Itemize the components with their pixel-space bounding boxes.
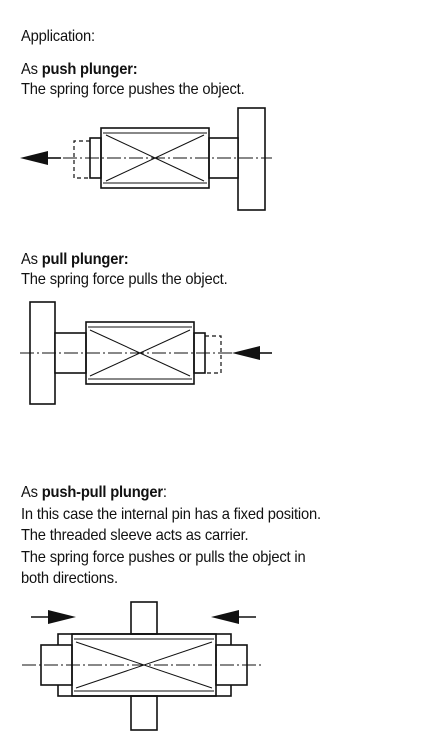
pull-direction-arrow-icon	[232, 346, 272, 360]
object-top	[130, 601, 158, 635]
push-plunger-title: As push plunger:	[21, 61, 138, 78]
push-pull-description-line-2: The threaded sleeve acts as carrier.	[21, 527, 249, 544]
application-heading: Application:	[21, 28, 95, 45]
pull-plunger-description: The spring force pulls the object.	[21, 271, 228, 288]
pull-plunger-title: As pull plunger:	[21, 251, 129, 268]
pull-plunger-diagram	[20, 301, 272, 405]
push-pull-description-line-1: In this case the internal pin has a fixe…	[21, 506, 321, 523]
push-direction-arrow-icon	[20, 151, 61, 165]
push-pull-description-line-3: The spring force pushes or pulls the obj…	[21, 549, 306, 566]
push-pull-description-line-4: both directions.	[21, 570, 118, 587]
object-bottom	[130, 695, 158, 731]
push-arrow-right-icon	[31, 610, 76, 624]
push-pull-plunger-title: As push-pull plunger:	[21, 484, 167, 501]
push-plunger-diagram	[20, 107, 272, 211]
push-plunger-description: The spring force pushes the object.	[21, 81, 245, 98]
push-arrow-left-icon	[211, 610, 256, 624]
pin-travel-outline	[205, 335, 222, 374]
push-pull-plunger-diagram	[22, 601, 264, 731]
pin-travel-outline	[73, 140, 90, 179]
object-plate	[237, 107, 266, 211]
